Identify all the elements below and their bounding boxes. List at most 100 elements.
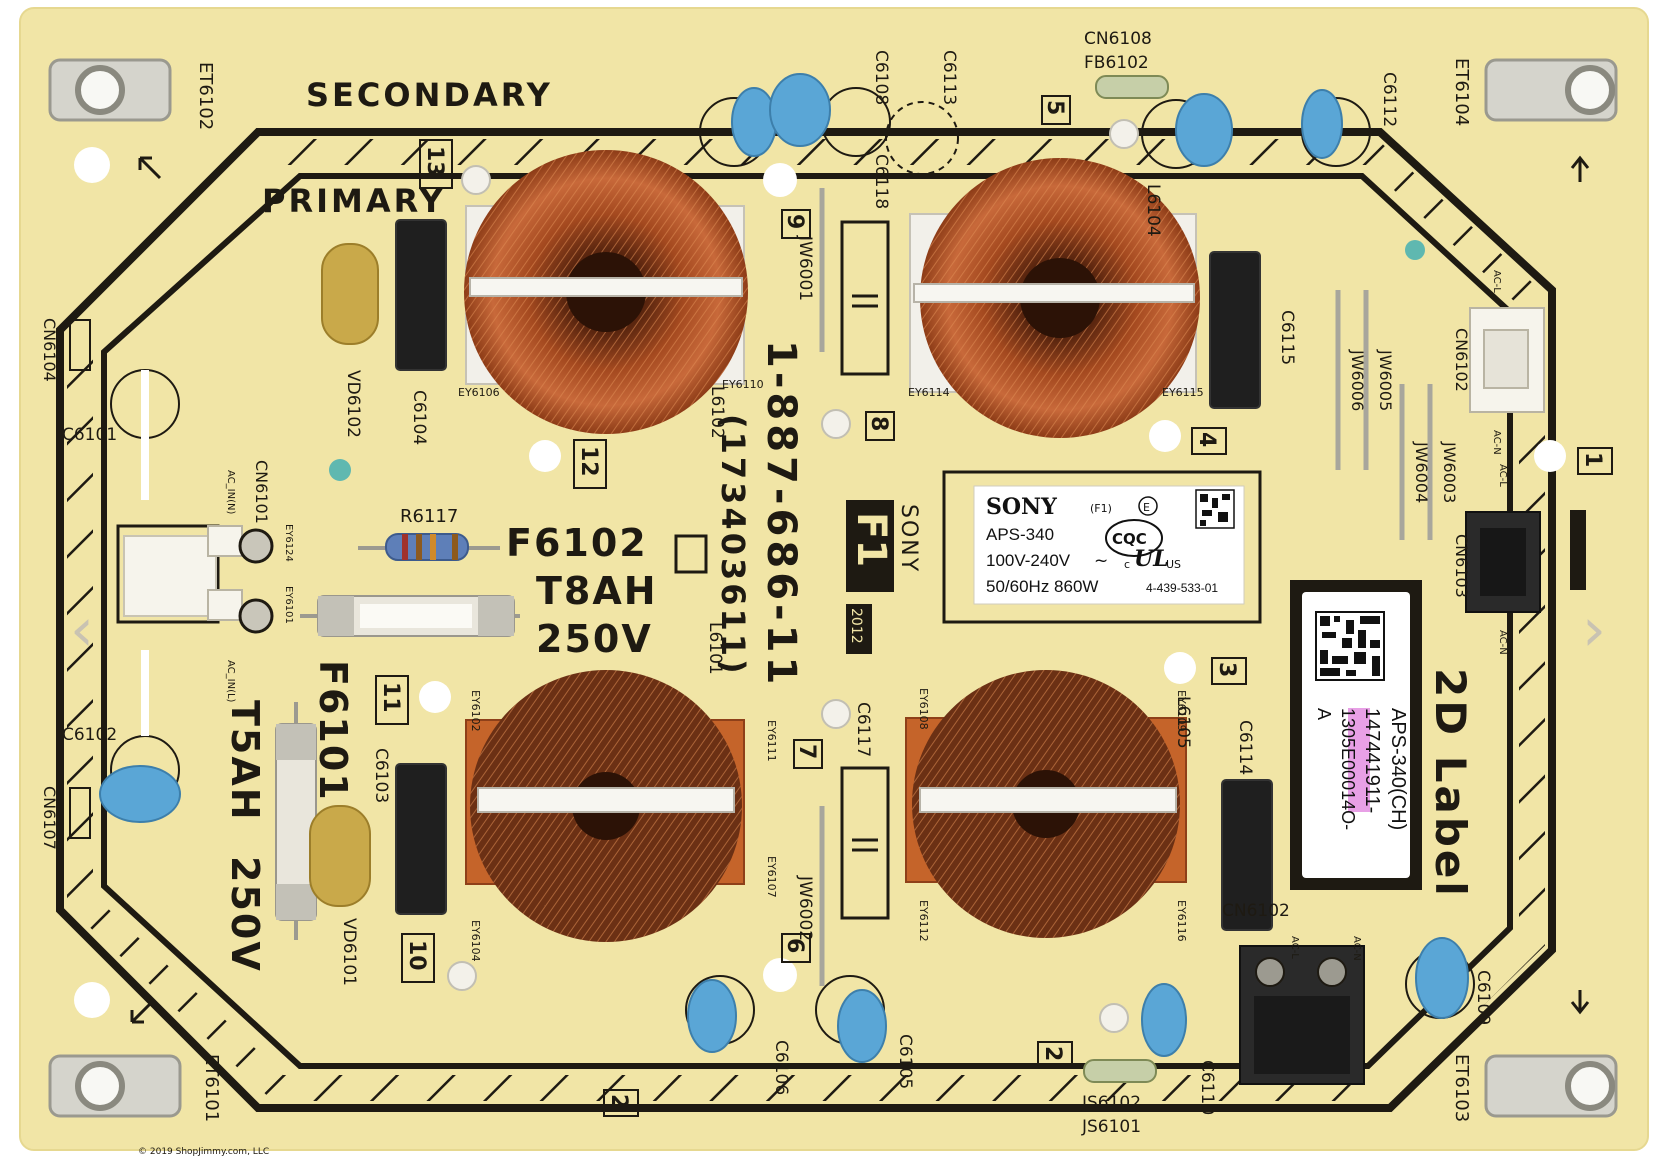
label-e-mark: E: [1143, 501, 1150, 514]
board-2d-label: 2D Label: [1426, 668, 1475, 899]
label-model: APS-340: [986, 525, 1054, 544]
ref-c6117: C6117: [853, 702, 873, 757]
ref-vd6101: VD6101: [339, 918, 359, 986]
capacitor-c6113: [1221, 779, 1273, 931]
capacitor-vd6101: [309, 805, 371, 907]
resistor-r6117: [358, 533, 500, 561]
previous-arrow-icon[interactable]: ‹: [70, 595, 94, 665]
ref-c6101: C6101: [62, 425, 117, 445]
cn6103-pin1-label: AC-N: [1491, 430, 1502, 455]
ref-ey6118: EY6115: [1162, 386, 1204, 399]
copyright: © 2019 ShopJimmy.com, LLC: [138, 1147, 269, 1157]
board-part-number: 1-887-686-11: [758, 340, 804, 688]
fuse-f6102: [300, 595, 520, 637]
ref-ey6116: EY6116: [1175, 900, 1188, 942]
label-f1: (F1): [1090, 502, 1112, 515]
cn6104-pin3-label: AC-L: [1497, 464, 1508, 487]
barcode-model: APS-340(CH): [1387, 708, 1409, 830]
ref-jw6004: JW6004: [1412, 441, 1431, 503]
connector-cn6104: [1465, 511, 1541, 613]
label-code: 4-439-533-01: [1146, 581, 1218, 595]
ref-ey6107: EY6111: [765, 720, 778, 762]
ref-c6115: C6113: [939, 50, 959, 105]
mounting-hole-top-right: [1484, 58, 1618, 122]
svg-text:6: 6: [782, 938, 807, 953]
svg-text:8: 8: [866, 416, 891, 431]
isolation-outline: [56, 128, 1556, 1112]
cn6101-pin3-label: AC_IN(L): [225, 660, 236, 703]
next-arrow-icon[interactable]: ›: [1582, 595, 1606, 665]
svg-text:5: 5: [1042, 100, 1067, 115]
ref-ey6115: EY6109: [1175, 690, 1188, 732]
capacitor-vd6102: [321, 243, 379, 345]
svg-text:2: 2: [606, 1094, 631, 1109]
board-brand-vertical: SONY: [896, 504, 921, 573]
ref-l6102: L6102: [707, 386, 727, 439]
primary-label: PRIMARY: [262, 182, 446, 220]
ref-et6104: ET6104: [1451, 58, 1472, 126]
ref-c6106: C6106: [771, 1040, 791, 1095]
ref-ey6102: EY6101: [283, 586, 294, 624]
svg-text:~: ~: [1094, 551, 1108, 571]
fuse-f6101-rating: T5AH: [223, 700, 267, 822]
svg-text:13: 13: [422, 146, 447, 177]
barcode-serial: 147441911-: [1361, 708, 1383, 813]
ref-c6102: C6102: [62, 725, 117, 745]
svg-text:11: 11: [378, 682, 403, 713]
ref-ey6106: EY6106: [458, 386, 500, 399]
ref-jw6003: JW6003: [1440, 441, 1459, 503]
svg-text:9: 9: [782, 214, 807, 229]
svg-text:10: 10: [404, 940, 429, 971]
cn6102-pin2-label: AC-N: [1351, 936, 1362, 961]
svg-text:12: 12: [576, 446, 601, 477]
ref-js6102: FB6102: [1084, 53, 1149, 73]
ref-cn6104: CN6103: [1452, 534, 1471, 598]
mounting-hole-bottom-right: [1484, 1054, 1618, 1118]
ref-et6101: ET6101: [201, 1054, 222, 1122]
mounting-hole-bottom-left: [48, 1054, 182, 1118]
ref-c6110: C6110: [1197, 1060, 1217, 1115]
ref-jw6006: JW6006: [1348, 349, 1367, 411]
ref-jw6001: JW6001: [795, 235, 815, 301]
ref-c6109: C6109: [1473, 970, 1493, 1025]
ref-fb6102: CN6108: [1084, 29, 1152, 49]
fuse-f6101-voltage: 250V: [223, 856, 267, 973]
ref-js6101: JS6102: [1081, 1093, 1141, 1113]
svg-text:3: 3: [1214, 662, 1239, 677]
ref-ey6111: EY6108: [917, 688, 930, 730]
ref-ey6108: EY6102: [469, 690, 482, 732]
ref-cn6102: CN6102: [1222, 901, 1290, 921]
svg-text:2: 2: [1040, 1046, 1065, 1061]
barcode-sticker: [1290, 580, 1422, 890]
ref-et6103: ET6103: [1451, 1054, 1472, 1122]
cn6102-pin1-label: AC-L: [1289, 936, 1300, 959]
y-capacitors: [99, 73, 1469, 1063]
f1-mark: F1 2012: [846, 500, 894, 654]
svg-text:7: 7: [794, 744, 819, 759]
label-ul-c: c: [1124, 558, 1130, 571]
board-sub-number: (173403611): [714, 414, 752, 677]
sony-rating-label: SONY (F1) E APS-340 CQC 100V-240V ~ c UL…: [973, 485, 1245, 605]
ref-vd6102: VD6102: [343, 370, 363, 438]
ref-cn6108: CN6107: [40, 786, 59, 850]
secondary-label: SECONDARY: [306, 76, 553, 114]
capacitor-c6103: [395, 763, 447, 915]
mounting-hole-top-left: [48, 58, 172, 122]
ref-cn6101: CN6101: [252, 460, 271, 524]
connector-cn6102: [1239, 945, 1365, 1085]
ref-l6101: L6101: [705, 622, 725, 675]
ref-l6105: L6105: [1173, 696, 1193, 749]
svg-text:1: 1: [1580, 452, 1605, 467]
ref-ey6112: EY6112: [917, 900, 930, 942]
ref-c6113: C6114: [1235, 720, 1255, 775]
ref-ey6101: EY6124: [283, 524, 294, 562]
svg-text:UL: UL: [1134, 546, 1169, 572]
svg-text:F1: F1: [848, 512, 894, 567]
ref-c6108: C6108: [871, 50, 891, 105]
coil-l6104: [909, 158, 1200, 438]
connector-cn6101: [116, 524, 274, 634]
fuse-f6101: [275, 702, 317, 940]
svg-text:4: 4: [1194, 432, 1219, 447]
label-brand: SONY: [986, 494, 1057, 520]
